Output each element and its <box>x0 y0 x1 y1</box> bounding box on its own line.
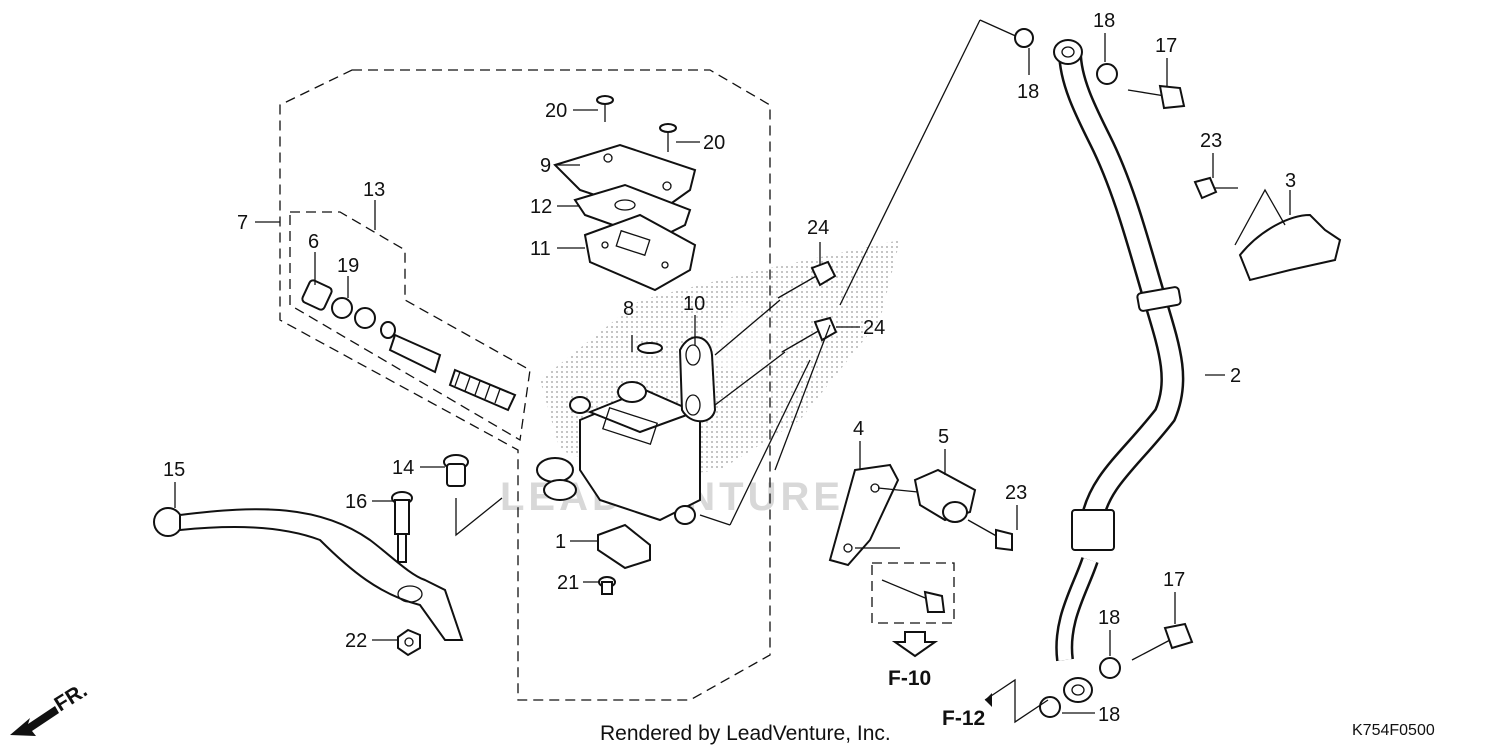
callout-17a: 17 <box>1155 35 1177 57</box>
bolt-8 <box>631 335 663 354</box>
callout-20a: 20 <box>545 100 567 122</box>
callout-21: 21 <box>557 572 579 594</box>
callout-14: 14 <box>392 457 414 479</box>
callout-11: 11 <box>530 238 551 260</box>
bolt-17-a <box>1127 84 1186 110</box>
bolt-23-b <box>967 519 1013 552</box>
callout-2: 2 <box>1230 365 1241 387</box>
callout-9: 9 <box>540 155 551 177</box>
callout-18c: 18 <box>1098 607 1120 629</box>
bolt-24-b <box>781 316 838 353</box>
reference-f10[interactable]: F-10 <box>888 667 931 690</box>
callout-15: 15 <box>163 459 185 481</box>
holder-10 <box>678 336 717 423</box>
callout-18d: 18 <box>1098 704 1120 726</box>
diaphragm-11 <box>583 213 697 292</box>
f12-arrow <box>985 693 992 707</box>
callout-8: 8 <box>623 298 634 320</box>
leader-lines <box>372 33 1214 714</box>
group-7-outline <box>279 69 771 701</box>
bracket-4 <box>828 463 900 567</box>
callout-16: 16 <box>345 491 367 513</box>
callout-4: 4 <box>853 418 864 440</box>
bolt-23-a <box>1193 176 1238 200</box>
bolt-24-a <box>777 260 837 299</box>
callout-18b: 18 <box>1093 10 1115 32</box>
clamp-3 <box>1238 213 1342 282</box>
washer-18-b <box>1096 63 1118 85</box>
pivot-bolt-16 <box>391 491 413 563</box>
f10-reference-box <box>871 562 955 624</box>
washer-18-d <box>1039 696 1061 718</box>
piston-kit-13 <box>301 279 517 412</box>
screw-20-a <box>596 95 614 122</box>
callout-5: 5 <box>938 426 949 448</box>
callout-23a: 23 <box>1200 130 1222 152</box>
screw-20-b <box>659 123 677 152</box>
callout-18a: 18 <box>1017 81 1039 103</box>
group-13-outline <box>289 211 531 442</box>
stop-switch-1 <box>597 523 651 570</box>
bolt-17-b <box>1131 622 1194 661</box>
reference-f12[interactable]: F-12 <box>942 707 985 730</box>
callout-3: 3 <box>1285 170 1296 192</box>
screw-21 <box>598 576 616 595</box>
rendered-by-credit: Rendered by LeadVenture, Inc. <box>600 722 891 745</box>
bolt-f10 <box>881 579 946 613</box>
callout-22: 22 <box>345 630 367 652</box>
brake-lever-15 <box>153 507 464 641</box>
diagram-code: K754F0500 <box>1352 722 1435 739</box>
callout-24a: 24 <box>807 217 829 239</box>
callout-6: 6 <box>308 231 319 253</box>
guide-5 <box>913 468 977 523</box>
callout-10: 10 <box>683 293 705 315</box>
brake-hose-2 <box>1053 39 1185 703</box>
callout-1: 1 <box>555 531 566 553</box>
callout-23b: 23 <box>1005 482 1027 504</box>
nut-22 <box>397 628 421 657</box>
callout-labels: 20 20 9 12 11 8 10 24 24 13 7 6 19 15 14… <box>163 10 1296 726</box>
washer-18-c <box>1099 657 1121 679</box>
washer-18-a <box>1014 28 1034 48</box>
callout-17b: 17 <box>1163 569 1185 591</box>
callout-20b: 20 <box>703 132 725 154</box>
callout-7: 7 <box>237 212 248 234</box>
callout-13: 13 <box>363 179 385 201</box>
f10-arrow <box>891 631 939 658</box>
callout-24b: 24 <box>863 317 885 339</box>
pin-14 <box>443 454 469 487</box>
callout-12: 12 <box>530 196 552 218</box>
callout-19: 19 <box>337 255 359 277</box>
master-cylinder-body <box>536 381 701 525</box>
front-arrow-icon <box>10 706 59 736</box>
